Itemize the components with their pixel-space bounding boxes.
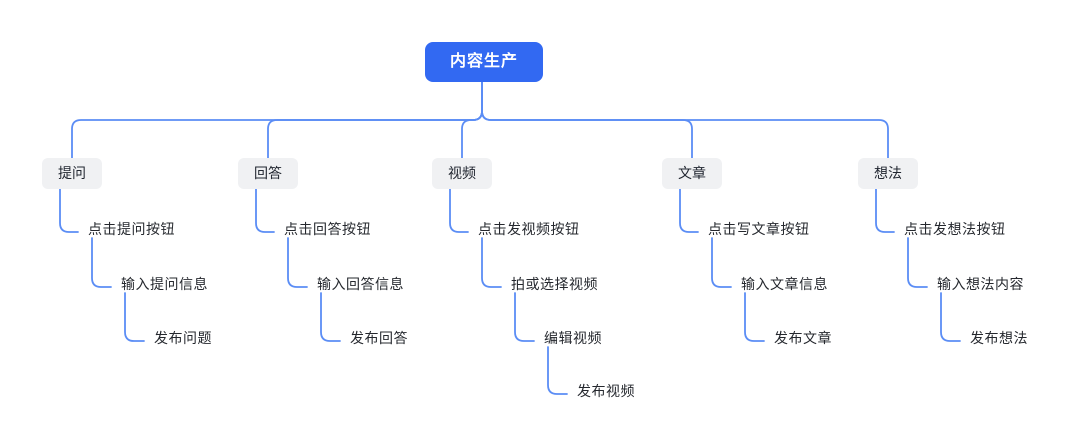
step-node[interactable]: 点击发视频按钮 <box>478 221 580 237</box>
step-node[interactable]: 点击发想法按钮 <box>904 221 1006 237</box>
step-node[interactable]: 编辑视频 <box>544 330 602 346</box>
step-node[interactable]: 发布想法 <box>970 330 1028 346</box>
branch-node-ask[interactable]: 提问 <box>42 158 102 189</box>
step-node[interactable]: 点击回答按钮 <box>284 221 371 237</box>
step-node[interactable]: 点击提问按钮 <box>88 221 175 237</box>
step-node[interactable]: 输入回答信息 <box>317 276 404 292</box>
branch-node-article[interactable]: 文章 <box>662 158 722 189</box>
branch-node-video[interactable]: 视频 <box>432 158 492 189</box>
branch-node-answer[interactable]: 回答 <box>238 158 298 189</box>
step-node[interactable]: 点击写文章按钮 <box>708 221 810 237</box>
step-node[interactable]: 拍或选择视频 <box>511 276 598 292</box>
branch-node-thought[interactable]: 想法 <box>858 158 918 189</box>
step-node[interactable]: 输入想法内容 <box>937 276 1024 292</box>
step-node[interactable]: 发布回答 <box>350 330 408 346</box>
root-node[interactable]: 内容生产 <box>425 42 544 82</box>
step-node[interactable]: 输入文章信息 <box>741 276 828 292</box>
step-node[interactable]: 输入提问信息 <box>121 276 208 292</box>
step-node[interactable]: 发布问题 <box>154 330 212 346</box>
step-node[interactable]: 发布文章 <box>774 330 832 346</box>
step-node[interactable]: 发布视频 <box>577 383 635 399</box>
